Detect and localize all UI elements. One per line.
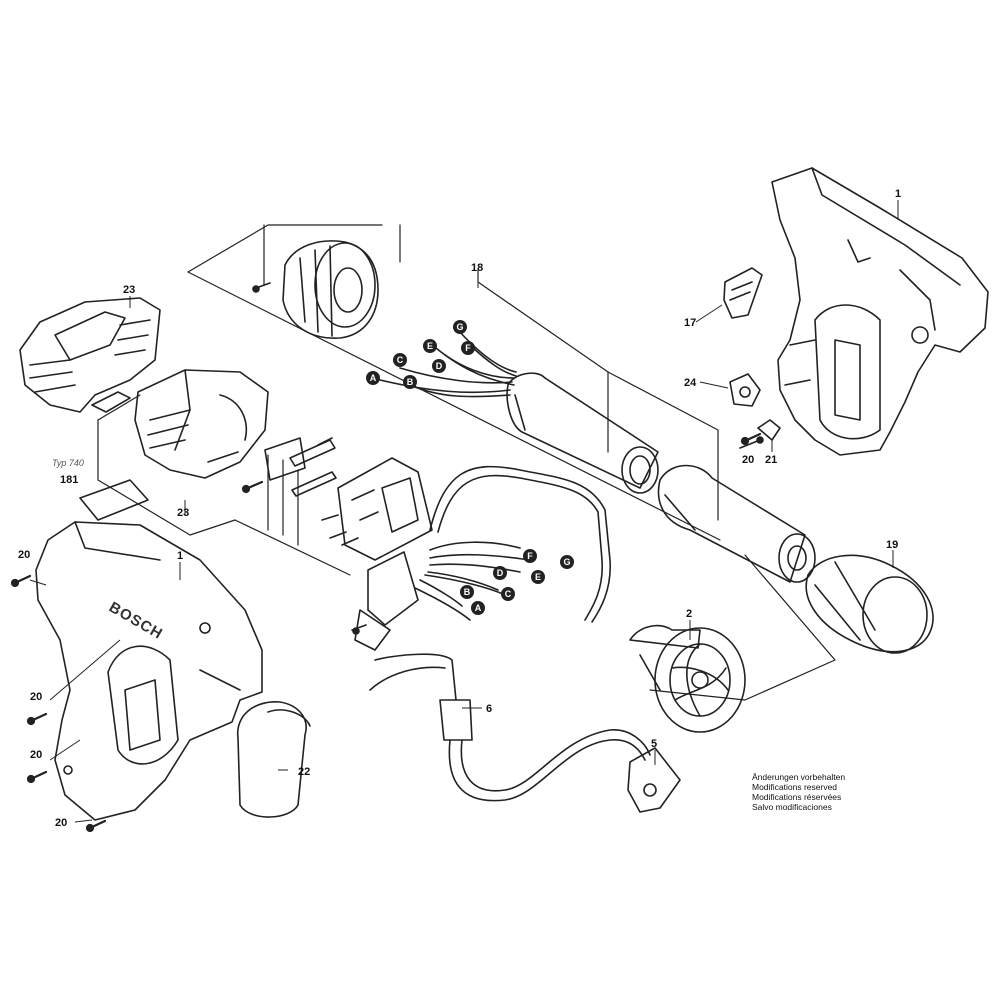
wire-marker-g-top: G [453,320,467,334]
part-2-fan [629,624,746,733]
svg-text:A: A [370,373,377,383]
label-typ: Typ 740 [52,458,84,468]
svg-text:E: E [535,572,541,582]
wire-marker-f-bottom: F [523,549,537,563]
label-part-21: 21 [765,454,777,466]
wire-marker-a-bottom: A [471,601,485,615]
wire-marker-g-bottom: G [560,555,574,569]
housing-half-right [771,167,989,456]
notice-line-es: Salvo modificaciones [752,802,832,812]
label-part-1-top: 1 [895,188,901,200]
nozzle-guard [19,297,161,413]
fan-cable [429,465,611,623]
notice-line-en: Modifications reserved [752,782,838,792]
label-part-19: 19 [886,539,898,551]
leader-lines [29,200,899,823]
switch-screws [321,514,367,635]
label-part-23-top: 23 [123,284,135,296]
power-cord [369,653,681,813]
part-19-nozzle [805,554,934,654]
wire-marker-b-bottom: B [460,585,474,599]
svg-text:F: F [465,343,471,353]
wire-marker-e-bottom: E [531,570,545,584]
heater-tube [506,372,659,494]
wire-marker-a-top: A [366,371,380,385]
svg-text:B: B [464,587,471,597]
brand-logo: BOSCH [106,599,166,643]
notice-line-fr: Modifications réservées [752,792,842,802]
svg-text:G: G [456,322,463,332]
small-clip [91,391,131,413]
part-17-insert [723,267,763,319]
wire-bundle-top [379,329,517,398]
part-21-clip [739,419,781,449]
label-part-18: 18 [471,262,483,274]
label-part-24: 24 [684,377,697,389]
label-part-20-e: 20 [742,454,754,466]
wire-marker-c-top: C [393,353,407,367]
notice-line-de: Änderungen vorbehalten [752,772,846,782]
svg-text:C: C [505,589,512,599]
part-number-labels: 1 1 2 5 6 17 18 19 20 20 20 20 20 21 22 … [18,188,901,829]
part-22-cover [237,701,311,818]
wire-marker-e-top: E [423,339,437,353]
svg-text:D: D [497,568,504,578]
fan-holder [282,240,379,339]
rating-label-181 [79,479,149,521]
svg-text:A: A [475,603,482,613]
modifications-notice: Änderungen vorbehalten Modifications res… [752,772,845,812]
label-part-181: 181 [60,474,78,486]
part-24-bushing [729,373,761,407]
insulation-strips [264,437,337,497]
heating-element [657,464,816,583]
label-part-22: 22 [298,766,310,778]
wire-marker-c-bottom: C [501,587,515,601]
label-part-5: 5 [651,738,657,750]
label-part-20-c: 20 [30,749,42,761]
wire-bundle-bottom [414,541,531,621]
wire-marker-d-bottom: D [493,566,507,580]
switch-pcb [337,457,433,651]
svg-text:F: F [527,551,533,561]
label-part-1-bottom: 1 [177,550,183,562]
svg-text:C: C [397,355,404,365]
wire-marker-b-top: B [403,375,417,389]
svg-text:D: D [436,361,443,371]
label-part-2: 2 [686,608,692,620]
label-part-20-d: 20 [55,817,67,829]
wire-marker-f-top: F [461,341,475,355]
svg-text:E: E [427,341,433,351]
label-part-17: 17 [684,317,696,329]
svg-text:G: G [563,557,570,567]
label-part-20-b: 20 [30,691,42,703]
label-part-6: 6 [486,703,492,715]
wire-letters-bottom: A B C D E F G [460,549,574,615]
screws-20 [10,432,762,833]
screw-fan-holder [252,282,271,293]
wire-marker-d-top: D [432,359,446,373]
label-part-20-a: 20 [18,549,30,561]
svg-text:B: B [407,377,414,387]
housing-half-left [35,521,263,821]
label-part-23-bottom: 23 [177,507,189,519]
heat-shield [134,369,269,479]
wire-letters-top: A B C D E F G [366,320,475,389]
